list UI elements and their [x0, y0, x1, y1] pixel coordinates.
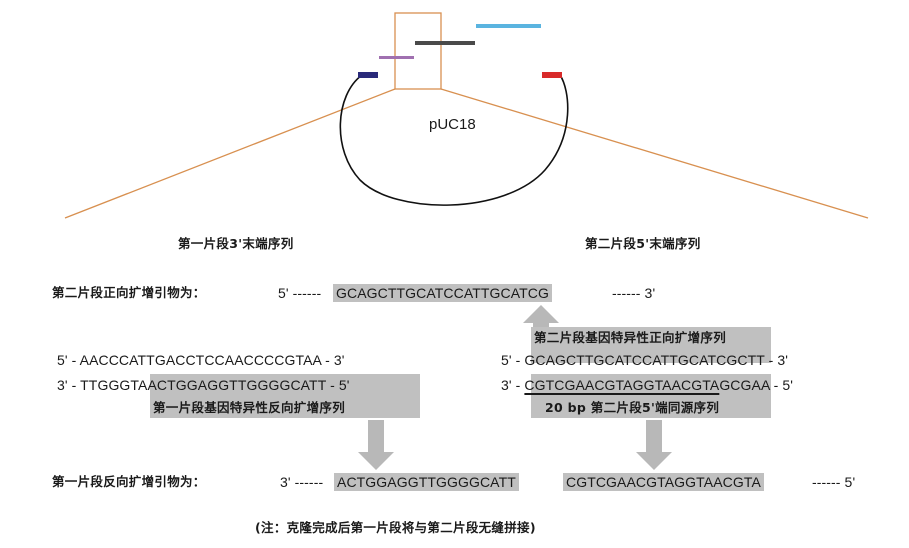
- fragment1-top-strand: 5' - AACCCATTGACCTCCAACCCCGTAA - 3': [57, 352, 345, 368]
- plasmid-label: pUC18: [429, 116, 476, 133]
- up-arrow: [523, 305, 559, 335]
- fragment2-annotation-bottom: 20 bp 第二片段5'端同源序列: [545, 400, 720, 415]
- red-bar: [542, 72, 562, 78]
- fragment1-bottom-highlight: ACTGGAGGTTGGGGCATT: [147, 377, 327, 393]
- footnote: (注：克隆完成后第一片段将与第二片段无缝拼接): [255, 520, 536, 535]
- fragment1-bottom-suffix: - 5': [326, 377, 350, 393]
- fragment1-bottom-strand: 3' - TTGGGTAACTGGAGGTTGGGGCATT - 5': [57, 377, 350, 393]
- zoom-line-right: [440, 88, 869, 219]
- fragment1-bottom-prefix: 3' - TTGGGTA: [57, 377, 148, 393]
- forward-primer-sequence: GCAGCTTGCATCCATTGCATCG: [333, 284, 552, 302]
- fragment2-annotation-top: 第二片段基因特异性正向扩增序列: [534, 330, 727, 345]
- fragment2-annotation-bottom-bg: [531, 374, 771, 418]
- fragment2-bottom-prefix: 3' -: [501, 377, 525, 393]
- forward-primer-label: 第二片段正向扩增引物为：: [52, 285, 206, 300]
- forward-primer-5end: 5' ------: [278, 285, 322, 301]
- fragment2-annotation-top-bg: [531, 327, 771, 363]
- reverse-primer-sequence-part2: CGTCGAACGTAGGTAACGTA: [563, 473, 764, 491]
- reverse-primer-sequence-part1: ACTGGAGGTTGGGGCATT: [334, 473, 519, 491]
- dark-blue-bar: [358, 72, 378, 78]
- fragment2-bottom-highlight: CGTCGAACGTAGGTAACGTA: [524, 377, 720, 393]
- down-arrow-right: [636, 420, 672, 470]
- fragment2-top-prefix: 5' -: [501, 352, 525, 368]
- down-arrow-left: [358, 420, 394, 470]
- fragment2-heading: 第二片段5'末端序列: [585, 236, 701, 251]
- reverse-primer-label: 第一片段反向扩增引物为：: [52, 474, 206, 489]
- fragment1-annotation-bg: [150, 374, 420, 418]
- fragment2-top-suffix: CTT - 3': [737, 352, 789, 368]
- fragment2-bottom-strand: 3' - CGTCGAACGTAGGTAACGTAGCGAA - 5': [501, 377, 793, 393]
- reverse-primer-5end: ------ 5': [812, 474, 856, 490]
- fragment2-top-highlight: GCAGCTTGCATCCATTGCATCG: [524, 352, 738, 368]
- zoom-line-left: [64, 88, 396, 219]
- dark-gray-bar: [415, 41, 475, 45]
- fragment2-bottom-suffix: GCGAA - 5': [719, 377, 794, 393]
- fragment2-top-strand: 5' - GCAGCTTGCATCCATTGCATCGCTT - 3': [501, 352, 788, 368]
- forward-primer-3end: ------ 3': [612, 285, 656, 301]
- fragment1-annotation: 第一片段基因特异性反向扩增序列: [153, 400, 346, 415]
- fragment1-heading: 第一片段3'末端序列: [178, 236, 294, 251]
- plasmid-ring: [339, 74, 569, 206]
- orange-frame: [394, 12, 442, 90]
- purple-bar: [379, 56, 414, 59]
- reverse-primer-3end: 3' ------: [280, 474, 324, 490]
- light-blue-bar: [476, 24, 541, 28]
